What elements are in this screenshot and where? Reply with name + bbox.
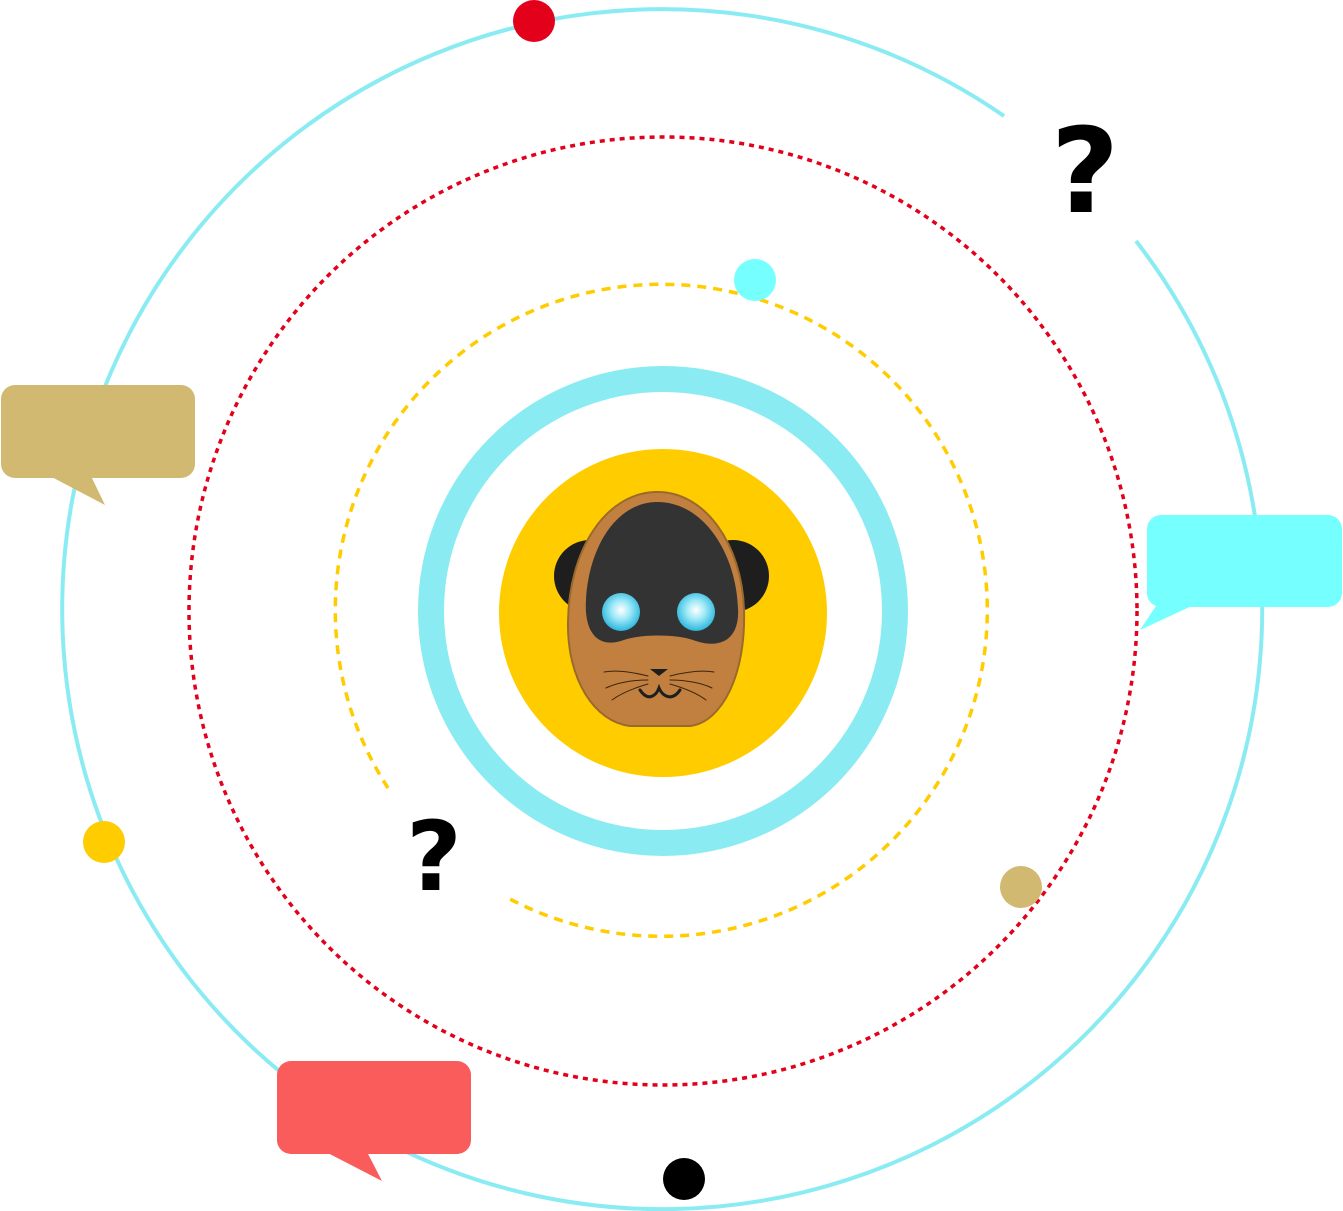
question-mark-icon: ? — [406, 801, 462, 913]
hamster-face-icon — [554, 490, 769, 727]
planet-red — [513, 0, 555, 42]
mouth — [638, 683, 682, 699]
bubble-tan-tail — [46, 474, 105, 505]
planet-cyan — [734, 259, 776, 301]
speech-bubble-icon — [1140, 515, 1342, 630]
whiskers — [603, 670, 715, 701]
planet-yellow — [83, 821, 125, 863]
red-dotted-orbit — [187, 135, 1139, 1087]
speech-bubble-icon — [1, 385, 195, 505]
right-eye — [677, 593, 715, 631]
inner-ring — [418, 366, 908, 856]
planet-black — [663, 1158, 705, 1200]
outer-orbit — [60, 7, 1265, 1211]
question-mark-icon: ? — [1051, 102, 1119, 240]
planet-tan — [1000, 866, 1042, 908]
left-eye — [602, 593, 640, 631]
bubble-tan-body — [1, 385, 195, 478]
bubble-coral-tail — [322, 1150, 382, 1181]
bubble-cyan-body — [1147, 515, 1342, 607]
bubble-cyan-tail — [1140, 600, 1196, 630]
bubble-coral-body — [277, 1061, 471, 1154]
nose — [650, 669, 668, 676]
speech-bubble-icon — [277, 1061, 471, 1181]
